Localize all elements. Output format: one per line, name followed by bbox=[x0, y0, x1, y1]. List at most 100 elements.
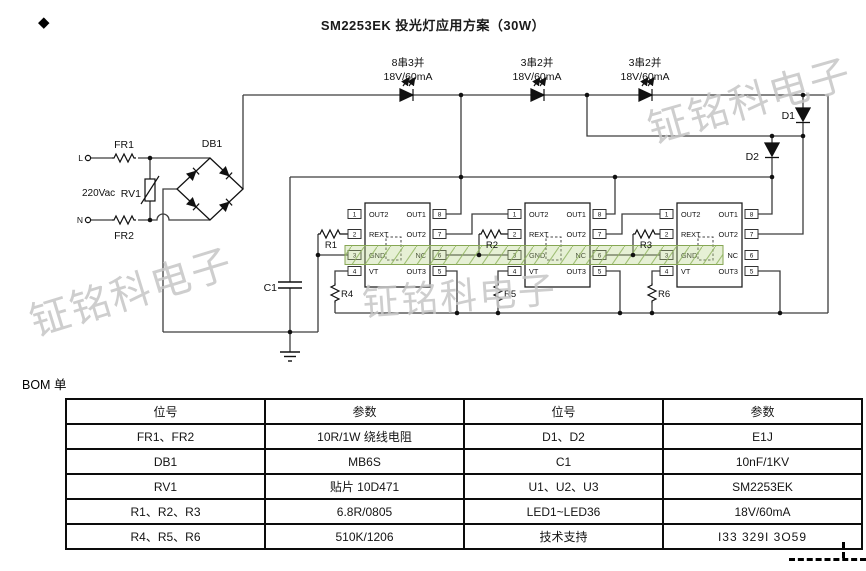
bom-cell: 10nF/1KV bbox=[662, 448, 863, 475]
pin-name: OUT2 bbox=[681, 210, 700, 219]
bullet-diamond-icon: ◆ bbox=[38, 14, 50, 31]
led-group-2-config: 3串2并 bbox=[521, 56, 554, 69]
bom-cell: RV1 bbox=[65, 473, 266, 500]
neutral-terminal bbox=[84, 216, 92, 224]
pin-number: 4 bbox=[665, 269, 669, 276]
pin-name: OUT3 bbox=[719, 267, 738, 276]
r4-label: R4 bbox=[341, 289, 353, 300]
bom-header-cell: 参数 bbox=[662, 398, 863, 425]
pin-name: OUT1 bbox=[567, 210, 586, 219]
bom-cell: 6.8R/0805 bbox=[264, 498, 465, 525]
mains-label: 220Vac bbox=[82, 188, 115, 199]
bom-cell: E1J bbox=[662, 423, 863, 450]
led-group-1-rating: 18V/60mA bbox=[383, 71, 432, 83]
pin-name: REXT bbox=[681, 230, 701, 239]
bom-cell: 510K/1206 bbox=[264, 523, 465, 550]
led-string-2-icon bbox=[530, 77, 547, 102]
table-row: FR1、FR2 10R/1W 绕线电阻 D1、D2 E1J bbox=[65, 423, 863, 450]
table-row: RV1 贴片 10D471 U1、U2、U3 SM2253EK bbox=[65, 473, 863, 500]
support-phone: I33 329I 3O59 bbox=[662, 523, 863, 550]
fr1-label: FR1 bbox=[114, 139, 134, 151]
pin-name: OUT1 bbox=[407, 210, 426, 219]
pin-name: OUT3 bbox=[567, 267, 586, 276]
table-row: R4、R5、R6 510K/1206 技术支持 I33 329I 3O59 bbox=[65, 523, 863, 550]
pin-name: OUT2 bbox=[529, 210, 548, 219]
pin-number: 1 bbox=[353, 212, 357, 219]
bom-cell: MB6S bbox=[264, 448, 465, 475]
bom-cell: R1、R2、R3 bbox=[65, 498, 266, 525]
pin-number: 5 bbox=[598, 269, 602, 276]
varistor-icon bbox=[140, 175, 160, 205]
pin-name: VT bbox=[681, 267, 691, 276]
d1-label: D1 bbox=[782, 110, 796, 122]
resistor-r2 bbox=[479, 228, 508, 240]
bom-cell: U1、U2、U3 bbox=[463, 473, 664, 500]
highlight-band bbox=[344, 245, 724, 265]
bom-cell: SM2253EK bbox=[662, 473, 863, 500]
pin-name: VT bbox=[529, 267, 539, 276]
bom-cell: LED1~LED36 bbox=[463, 498, 664, 525]
pin-number: 8 bbox=[438, 212, 442, 219]
led-group-3-config: 3串2并 bbox=[629, 56, 662, 69]
table-row: DB1 MB6S C1 10nF/1KV bbox=[65, 448, 863, 475]
bom-header-cell: 参数 bbox=[264, 398, 465, 425]
led-group-2-rating: 18V/60mA bbox=[512, 71, 561, 83]
pin-name: OUT3 bbox=[407, 267, 426, 276]
resistor-r5 bbox=[492, 283, 504, 303]
bom-cell: 10R/1W 绕线电阻 bbox=[264, 423, 465, 450]
pin-number: 8 bbox=[750, 212, 754, 219]
pin-number: 6 bbox=[750, 253, 754, 260]
dashed-selection-corner-horizontal bbox=[789, 558, 866, 561]
bom-cell: 贴片 10D471 bbox=[264, 473, 465, 500]
neutral-label: N bbox=[77, 215, 83, 225]
pin-name: REXT bbox=[369, 230, 389, 239]
bom-table: 位号 参数 位号 参数 FR1、FR2 10R/1W 绕线电阻 D1、D2 E1… bbox=[65, 398, 863, 550]
bom-cell: 18V/60mA bbox=[662, 498, 863, 525]
db1-label: DB1 bbox=[202, 138, 223, 150]
pin-name: OUT1 bbox=[719, 210, 738, 219]
bom-header-cell: 位号 bbox=[65, 398, 266, 425]
bom-cell: D1、D2 bbox=[463, 423, 664, 450]
bom-header-row: 位号 参数 位号 参数 bbox=[65, 398, 863, 425]
pin-number: 5 bbox=[750, 269, 754, 276]
led-string-3-icon bbox=[638, 77, 655, 102]
r6-label: R6 bbox=[658, 289, 670, 300]
live-label: L bbox=[78, 153, 83, 163]
led-string-1-icon bbox=[399, 77, 416, 102]
resistor-fr1 bbox=[112, 152, 136, 164]
pin-name: VT bbox=[369, 267, 379, 276]
bom-cell: C1 bbox=[463, 448, 664, 475]
bom-header-cell: 位号 bbox=[463, 398, 664, 425]
junction-dots bbox=[147, 92, 806, 335]
pin-name: OUT2 bbox=[407, 230, 426, 239]
pin-name: OUT2 bbox=[369, 210, 388, 219]
led-group-1-config: 8串3并 bbox=[392, 56, 425, 69]
fr2-label: FR2 bbox=[114, 230, 134, 242]
pin-number: 1 bbox=[665, 212, 669, 219]
pin-name: OUT2 bbox=[567, 230, 586, 239]
resistor-r4 bbox=[329, 283, 341, 303]
pin-number: 4 bbox=[353, 269, 357, 276]
bom-cell: R4、R5、R6 bbox=[65, 523, 266, 550]
pin-name: OUT2 bbox=[719, 230, 738, 239]
pin-number: 7 bbox=[750, 232, 754, 239]
pin-number: 1 bbox=[513, 212, 517, 219]
c1-label: C1 bbox=[264, 282, 278, 294]
led-group-3-rating: 18V/60mA bbox=[620, 71, 669, 83]
ic-u3: 1 2 3 4 8 7 6 5 OUT2 REXT GND VT OUT1 OU… bbox=[659, 202, 759, 288]
pin-number: 2 bbox=[665, 232, 669, 239]
ground-icon bbox=[280, 351, 300, 362]
table-row: R1、R2、R3 6.8R/0805 LED1~LED36 18V/60mA bbox=[65, 498, 863, 525]
r1-label: R1 bbox=[325, 240, 337, 251]
diode-d1-icon bbox=[794, 107, 812, 124]
bom-cell: FR1、FR2 bbox=[65, 423, 266, 450]
resistor-fr2 bbox=[112, 214, 136, 226]
diode-d2-icon bbox=[763, 142, 781, 159]
wires bbox=[91, 94, 829, 352]
bom-cell: DB1 bbox=[65, 448, 266, 475]
bom-cell: 技术支持 bbox=[463, 523, 664, 550]
pin-name: NC bbox=[727, 251, 738, 260]
r2-label: R2 bbox=[486, 240, 498, 251]
dashed-selection-corner-vertical bbox=[842, 542, 845, 558]
resistor-r3 bbox=[633, 228, 660, 240]
